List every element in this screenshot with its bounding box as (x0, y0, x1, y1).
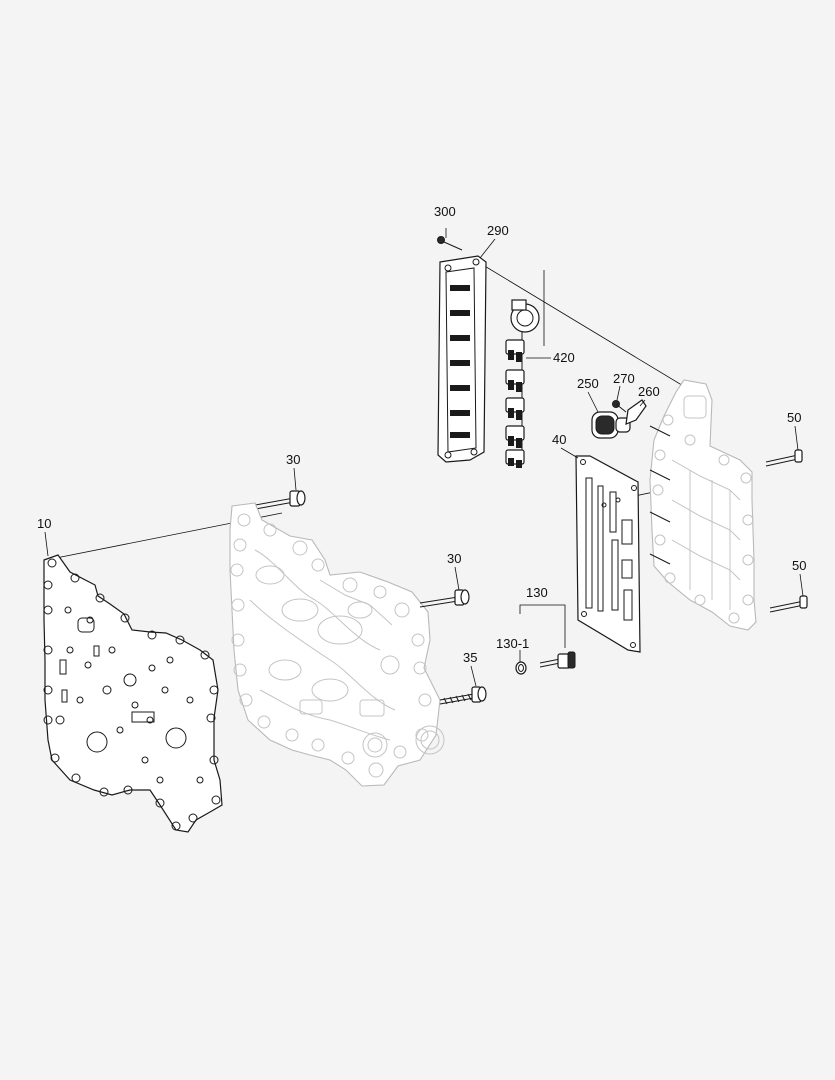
callout-30-lower: 30 (447, 551, 461, 566)
upper-valve-body (649, 379, 757, 631)
callout-35: 35 (463, 650, 477, 665)
callout-labels: 300 290 420 250 270 260 40 50 50 30 30 1… (37, 204, 806, 665)
o-ring-130-1 (515, 661, 527, 675)
bolt-50-lower (769, 595, 808, 613)
clamp-260 (625, 399, 647, 425)
callout-50-upper: 50 (787, 410, 801, 425)
callout-270: 270 (613, 371, 635, 386)
sensor-130 (539, 651, 576, 669)
callout-300: 300 (434, 204, 456, 219)
callout-260: 260 (638, 384, 660, 399)
bolt-50-upper (765, 449, 803, 467)
callout-420: 420 (553, 350, 575, 365)
screw-270 (612, 400, 627, 413)
callout-50-lower: 50 (792, 558, 806, 573)
screw-300 (437, 236, 463, 251)
bolt-35 (439, 686, 487, 705)
callout-250: 250 (577, 376, 599, 391)
callout-40: 40 (552, 432, 566, 447)
callout-130: 130 (526, 585, 548, 600)
bolt-30-lower (419, 589, 470, 608)
callout-30-upper: 30 (286, 452, 300, 467)
valve-body-casting (229, 502, 445, 787)
plate-40 (575, 455, 641, 653)
callout-130-1: 130-1 (496, 636, 529, 651)
callout-10: 10 (37, 516, 51, 531)
separator-plate-10 (43, 554, 223, 833)
label-leaders (44, 238, 804, 687)
solenoid-250 (591, 411, 631, 439)
callout-290: 290 (487, 223, 509, 238)
harness-420 (505, 299, 540, 468)
bolt-30-upper (249, 490, 306, 511)
cover-290 (437, 255, 487, 463)
